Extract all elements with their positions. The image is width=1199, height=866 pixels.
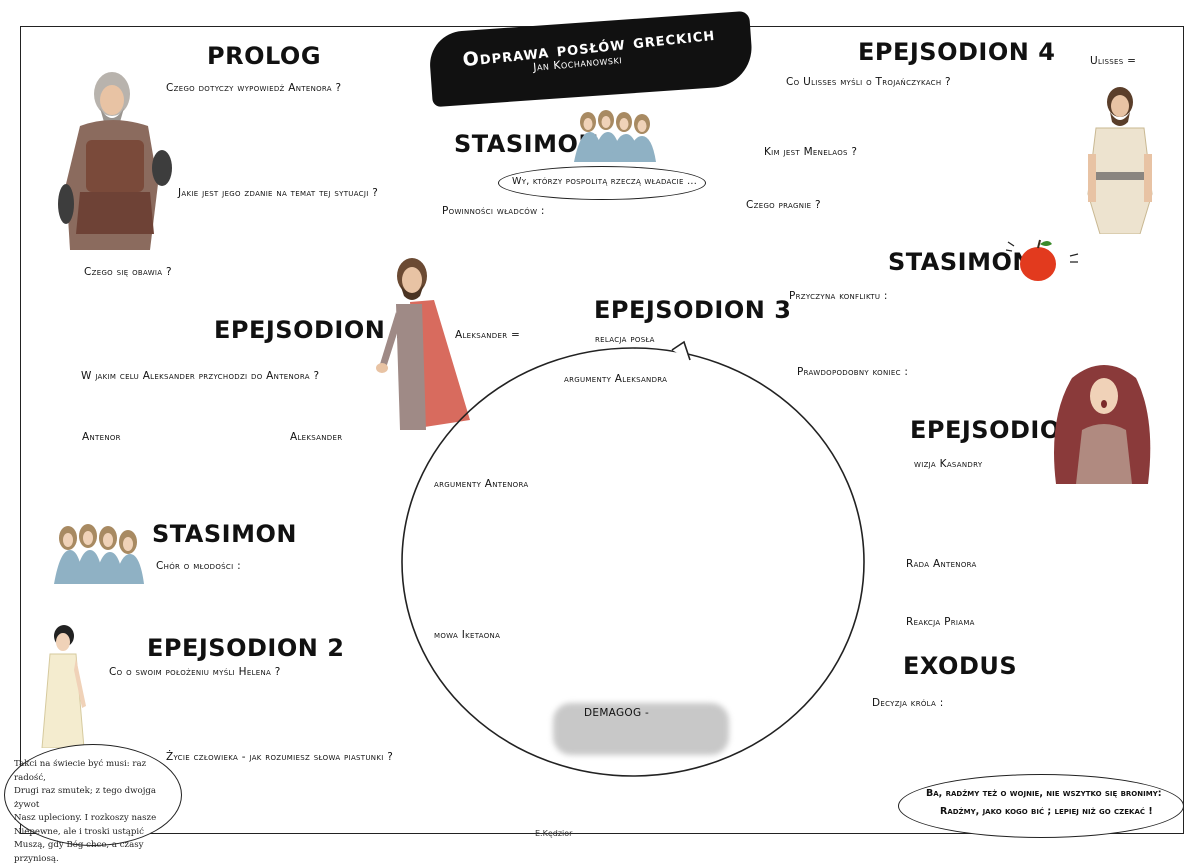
epejsodion2-title: EPEJSODION 2 <box>147 634 345 662</box>
exodus-quote-line-1: Ba, radźmy też o wojnie, nie wszytko się… <box>926 788 1162 799</box>
epejsodion2-question-1: Co o swoim położeniu myśli Helena ? <box>109 666 281 678</box>
demagog-smudge <box>553 703 729 755</box>
poem-line: Nasz upleciony. I rozkoszy nasze <box>14 813 157 823</box>
epejsodion3-title: EPEJSODION 3 <box>594 296 792 324</box>
choir-illustration-top <box>574 110 656 162</box>
aleksander-equals-label: Aleksander = <box>455 329 521 341</box>
epejsodion5-question-1: wizja Kasandry <box>914 458 983 470</box>
demagog-label: DEMAGOG - <box>584 707 650 719</box>
aleksander-illustration <box>376 258 470 430</box>
stasimon3-title: STASIMON <box>888 248 1033 276</box>
helena-illustration <box>41 625 86 748</box>
exodus-quote-line-2: Radźmy, jako kogo bić ; lepiej niż go cz… <box>940 806 1153 817</box>
stasimon1-title: STASIMON <box>152 520 297 548</box>
exodus-quote-bubble <box>898 774 1184 838</box>
antenor-label: Antenor <box>82 431 121 443</box>
argumenty-aleksandra-label: argumenty Aleksandra <box>564 373 668 385</box>
epejsodion5-question-3: Reakcja Priama <box>906 616 975 628</box>
epejsodion4-question-2: Kim jest Menelaos ? <box>764 146 858 158</box>
signature: E.Kędzior <box>535 829 573 838</box>
poem-line: Niepewne, ale i troski ustąpić <box>14 826 144 837</box>
relacja-posla-label: relacja posła <box>595 333 655 345</box>
prolog-question-3: Czego się obawia ? <box>84 266 172 278</box>
choir-illustration-left <box>54 524 144 584</box>
aleksander-label: Aleksander <box>290 431 343 443</box>
ulisses-illustration <box>1087 87 1153 234</box>
stasimon1-question: Chór o młodości : <box>156 560 241 572</box>
epejsodion5-question-2: Rada Antenora <box>906 558 977 570</box>
prolog-question-1: Czego dotyczy wypowiedź Antenora ? <box>166 82 342 94</box>
mowa-iketaona-label: mowa Iketaona <box>434 629 501 641</box>
epejsodion1-question: W jakim celu Aleksander przychodzi do An… <box>81 370 320 382</box>
poem-line: Takci na świecie być musi: raz radość, <box>14 759 147 783</box>
stasimon2-quote-bubble <box>498 166 706 200</box>
stasimon2-title: STASIMON <box>454 130 599 158</box>
epejsodion1-title: EPEJSODION 1 <box>214 316 412 344</box>
epejsodion2-question-2: Życie człowieka - jak rozumiesz słowa pi… <box>166 751 394 763</box>
epejsodion4-title: EPEJSODION 4 <box>858 38 1056 66</box>
ulisses-label: Ulisses = <box>1090 55 1137 67</box>
epejsodion4-question-1: Co Ulisses myśli o Trojańczykach ? <box>786 76 951 88</box>
prolog-question-2: Jakie jest jego zdanie na temat tej sytu… <box>178 187 379 199</box>
poem-line: Drugi raz smutek; z tego dwojga żywot <box>14 786 156 810</box>
argumenty-antenora-label: argumenty Antenora <box>434 478 529 490</box>
epejsodion4-question-3: Czego pragnie ? <box>746 199 821 211</box>
kasandra-illustration <box>1054 365 1151 484</box>
antenor-illustration <box>58 72 172 250</box>
stasimon3-question-1: Przyczyna konfliktu : <box>789 290 888 302</box>
exodus-question: Decyzja króla : <box>872 697 944 709</box>
prolog-title: PROLOG <box>207 42 322 70</box>
stasimon2-quote: Wy, którzy pospolitą rzeczą władacie ... <box>512 176 698 187</box>
center-speech-circle <box>401 340 865 777</box>
poem-text: Takci na świecie być musi: raz radość, D… <box>14 758 164 866</box>
stasimon3-question-2: Prawdopodobny koniec : <box>797 366 909 378</box>
poem-line: Muszą, gdy Bóg chce, a czasy przyniosą. <box>14 840 144 864</box>
apple-icon <box>1005 239 1079 281</box>
exodus-title: EXODUS <box>903 652 1018 680</box>
stasimon2-question: Powinności władców : <box>442 205 545 217</box>
poem-bubble <box>4 744 182 846</box>
